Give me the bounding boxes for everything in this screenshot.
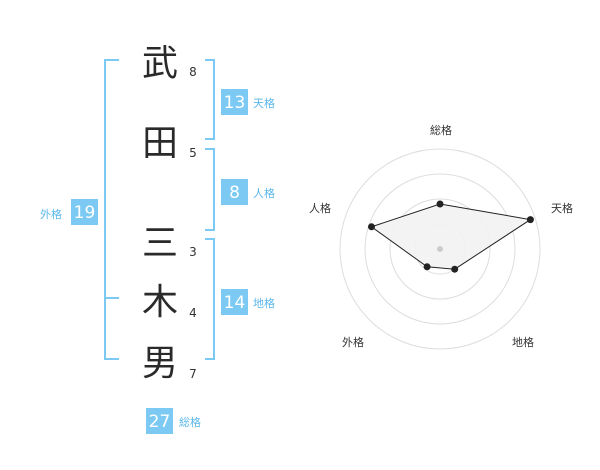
chikaku-value: 14 [224,293,246,313]
gaikaku-label: 外格 [40,207,62,221]
stroke-count-1: 8 [189,65,197,79]
radar-point [423,263,431,271]
chikaku-label: 地格 [253,296,275,310]
radar-points [368,200,534,273]
soukaku-badge: 27 総格 [146,408,201,434]
radar-axis-label-soukaku: 総格 [430,123,452,137]
tenkaku-badge: 13 天格 [221,89,275,115]
stroke-count-3: 3 [189,245,197,259]
jinkaku-label: 人格 [253,186,275,200]
jinkaku-bracket [205,148,215,231]
jinkaku-badge-box [221,179,248,205]
chikaku-bracket [205,238,215,360]
tenkaku-badge-box [221,89,248,115]
radar-point [436,200,444,208]
name-char-1: 武 [142,43,178,84]
chikaku-badge-box [221,289,248,315]
radar-ring [339,148,541,350]
radar-point [451,265,459,273]
name-char-2: 田 [142,123,178,164]
brackets [104,59,215,360]
soukaku-value: 27 [149,412,171,432]
radar-ring [389,198,491,300]
radar-axis-label-tenkaku: 天格 [551,201,573,215]
name-char-4: 木 [142,282,178,323]
radar-ring [364,173,516,325]
radar-axis-label-chikaku: 地格 [512,335,534,349]
radar-polygon [370,203,532,270]
soukaku-badge-box [146,408,173,434]
radar-center-dot [437,246,443,252]
name-column: 武 田 三 木 男 8 5 3 4 7 [142,43,197,384]
gaikaku-bracket [104,59,119,360]
tenkaku-value: 13 [224,93,246,113]
gaikaku-value: 19 [74,203,96,223]
gaikaku-badge-box [71,199,98,225]
stroke-count-2: 5 [189,146,197,160]
fortune-badges: 13 天格 8 人格 14 地格 外格 19 27 総格 [40,89,275,434]
tenkaku-label: 天格 [253,96,275,110]
stroke-count-4: 4 [189,306,197,320]
radar-point [526,216,534,224]
tenkaku-bracket [205,59,215,140]
radar-grid [339,148,541,350]
gaikaku-badge: 外格 19 [40,199,98,225]
stroke-count-5: 7 [189,367,197,381]
jinkaku-badge: 8 人格 [221,179,275,205]
name-char-5: 男 [142,343,178,384]
radar-chart: 総格 天格 地格 外格 人格 [309,123,573,350]
radar-axis-label-gaikaku: 外格 [342,335,364,349]
radar-point [368,223,375,231]
name-char-3: 三 [142,223,178,264]
jinkaku-value: 8 [229,183,240,203]
radar-axis-label-jinkaku: 人格 [309,201,331,215]
soukaku-label: 総格 [179,415,201,429]
chikaku-badge: 14 地格 [221,289,275,315]
